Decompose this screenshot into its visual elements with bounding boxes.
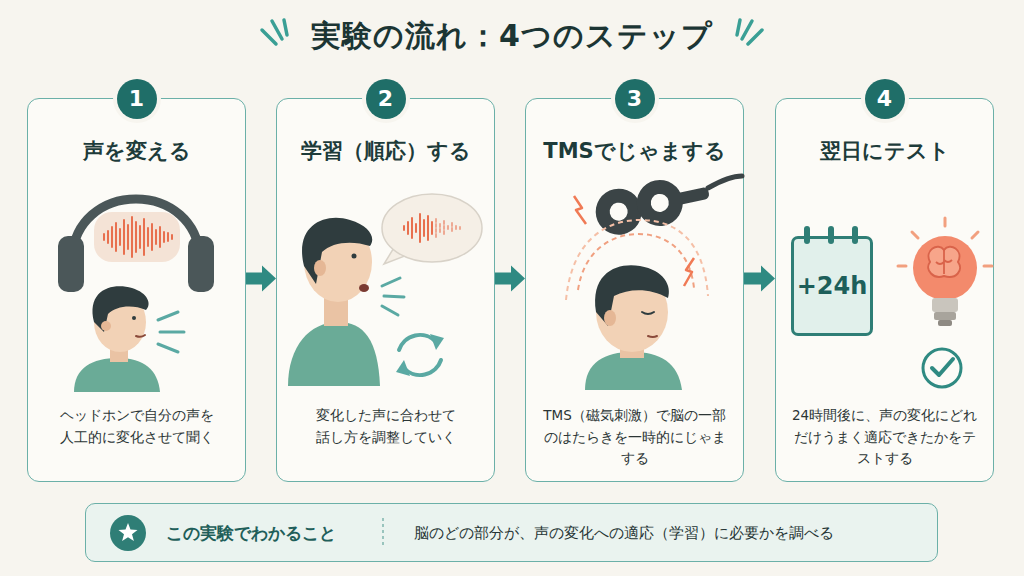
step-heading: 翌日にテスト	[776, 137, 993, 165]
summary-text: 脳のどの部分が、声の変化への適応（学習）に必要かを調べる	[414, 523, 834, 542]
step-number-text: 4	[877, 88, 892, 110]
step-number: 3	[615, 79, 655, 119]
deco-stroke	[742, 21, 752, 39]
flow-arrow	[246, 266, 276, 292]
summary-band: この実験でわかること 脳のどの部分が、声の変化への適応（学習）に必要かを調べる	[85, 503, 938, 562]
calendar-text: +24h	[797, 272, 868, 300]
flow-arrow	[495, 266, 525, 292]
deco-stroke	[272, 21, 282, 39]
step-heading: TMSでじゃまする	[526, 137, 743, 165]
step-number: 2	[366, 79, 406, 119]
step-card: 翌日にテスト24時間後に、声の変化にどれだけうまく適応できたかをテストする4+2…	[775, 98, 994, 482]
step-card: TMSでじゃまするTMS（磁気刺激）で脳の一部のはたらきを一時的にじゃまする3	[525, 98, 744, 482]
step-number-text: 3	[627, 88, 642, 110]
deco-stroke	[262, 30, 276, 44]
summary-heading: この実験でわかること	[166, 521, 336, 544]
step-number-text: 1	[129, 88, 144, 110]
step-heading: 声を変える	[28, 137, 245, 165]
step-heading: 学習（順応）する	[277, 137, 494, 165]
step-number: 4	[865, 79, 905, 119]
calendar-box: +24h	[791, 236, 873, 336]
step-description: 変化した声に合わせて話し方を調整していく	[313, 405, 459, 448]
step-description: TMS（磁気刺激）で脳の一部のはたらきを一時的にじゃまする	[542, 405, 728, 470]
deco-stroke	[284, 20, 287, 35]
flow-arrow	[744, 266, 775, 292]
step-description: ヘッドホンで自分の声を人工的に変化させて聞く	[58, 405, 216, 448]
step-card: 声を変えるヘッドホンで自分の声を人工的に変化させて聞く1	[27, 98, 246, 482]
step-number: 1	[117, 79, 157, 119]
deco-stroke	[737, 20, 740, 35]
step-card: 学習（順応）する変化した声に合わせて話し方を調整していく2	[276, 98, 495, 482]
diagram-title: 実験の流れ：4つのステップ	[0, 16, 1024, 57]
step-number-text: 2	[378, 88, 393, 110]
deco-stroke	[748, 30, 762, 44]
step-description: 24時間後に、声の変化にどれだけうまく適応できたかをテストする	[792, 405, 978, 470]
